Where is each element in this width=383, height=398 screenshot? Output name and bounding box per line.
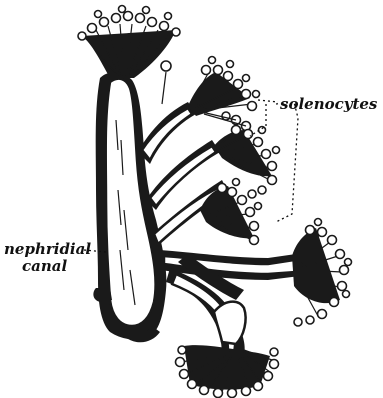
solenocyte-cluster-bottom (176, 345, 279, 397)
solenocytes-label: solenocytes (280, 95, 378, 113)
nephridial-label-line2: canal (22, 257, 67, 275)
nephridial-label-line1: nephridial (4, 240, 91, 258)
nephridial-canal-annotation: nephridial canal (4, 240, 106, 275)
solenocyte-cluster-right (292, 219, 352, 327)
solenocyte-cluster-middle (200, 179, 262, 245)
solenocyte-cluster-upper-right (188, 57, 260, 131)
solenocytes-annotation: solenocytes (250, 95, 378, 222)
single-solenocyte (161, 61, 171, 104)
